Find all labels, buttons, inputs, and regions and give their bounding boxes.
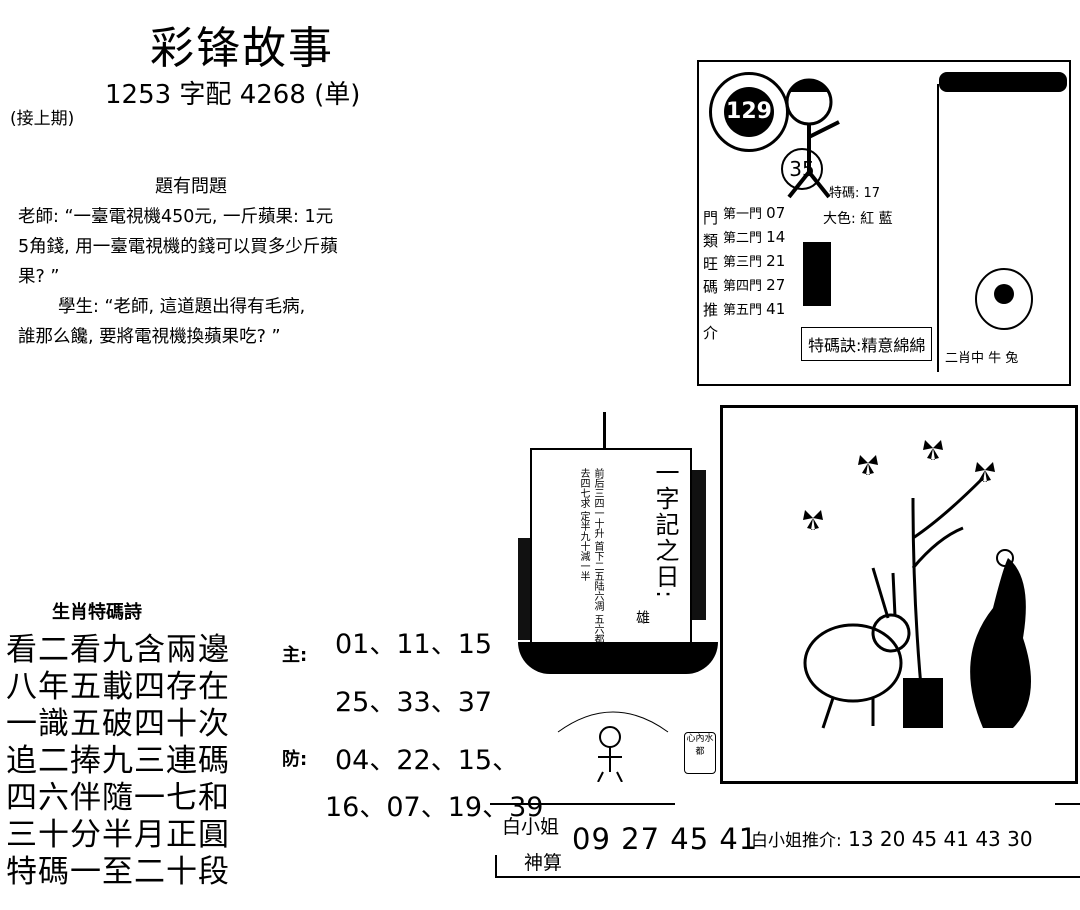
- zodiac-line: 二肖中 牛 兔: [945, 351, 1019, 366]
- stamp-figure: 心內水都: [548, 692, 716, 783]
- divider-line: [1055, 803, 1080, 805]
- rabbit-picture: [720, 405, 1078, 784]
- logo-badge: 129: [709, 72, 789, 152]
- sail-verse: 前后三四一十升 首下二五陆六凋 五六都去四七求 定半九十減一半: [578, 468, 603, 645]
- special-line: 特碼: 17: [829, 186, 881, 201]
- poem-line: 三十分半月正圓: [6, 817, 230, 853]
- story-line: 果? ”: [18, 267, 60, 287]
- poem-line: 一識五破四十次: [6, 706, 230, 742]
- door-row: 第二門 14: [723, 228, 786, 246]
- number-badge: 35: [781, 148, 823, 190]
- poem-line: 特碼一至二十段: [6, 854, 230, 890]
- recommend-line: 白小姐推介: 13 20 45 41 43 30: [751, 826, 1033, 851]
- divider-line: [495, 876, 1080, 878]
- figure-seal-icon: [557, 711, 669, 783]
- door-list: 第一門 07 第二門 14 第三門 21 第四門 27 第五門 41: [723, 202, 813, 322]
- tejing-box: 特碼訣:精意綿綿: [801, 327, 933, 361]
- story-line: 誰那么饞, 要將電視機換蘋果吃? ”: [18, 327, 281, 347]
- story-heading: 題有問題: [155, 176, 227, 197]
- divider-line: [490, 803, 675, 805]
- black-block: [803, 242, 831, 306]
- page-title: 彩锋故事: [150, 23, 334, 74]
- recommend-label: 白小姐推介:: [751, 831, 842, 851]
- recommend-numbers: 13 20 45 41 43 30: [848, 827, 1033, 851]
- heart-box: 心內水都: [684, 732, 716, 774]
- defense-label: 防:: [282, 749, 308, 770]
- door-row: 第一門 07: [723, 204, 786, 222]
- sail-word: 雄: [634, 610, 650, 624]
- side-label: 門類旺碼推介: [703, 209, 719, 342]
- main-numbers-2: 25、33、37: [335, 687, 493, 718]
- story-text: 老師: “一臺電視機450元, 一斤蘋果: 1元 5角錢, 用一臺電視機的錢可以…: [18, 202, 368, 352]
- poem-heading: 生肖特碼詩: [52, 602, 142, 623]
- bai-label: 白小姐: [502, 816, 560, 838]
- ship-hull: [518, 642, 718, 674]
- door-row: 第三門 21: [723, 252, 786, 270]
- logo-number: 129: [724, 87, 774, 137]
- story-line: 學生: “老師, 這道題出得有毛病,: [58, 297, 306, 317]
- newspaper-clip: 129 35 特碼: 17 大色: 紅 藍 門類旺碼推介 第一門 07 第二門 …: [697, 60, 1071, 386]
- defense-numbers-1: 04、22、15、: [335, 745, 520, 776]
- animal-drawing-icon: [975, 268, 1033, 330]
- main-label: 主:: [282, 645, 308, 666]
- ship-sail: 一字記之日: 前后三四一十升 首下二五陆六凋 五六都去四七求 定半九十減一半 雄: [530, 448, 692, 648]
- shensuan-label: 神算: [524, 852, 563, 874]
- story-line: 5角錢, 用一臺電視機的錢可以買多少斤蘋: [18, 237, 338, 257]
- bai-numbers: 09 27 45 41: [572, 822, 759, 856]
- main-numbers-1: 01、11、15: [335, 629, 493, 660]
- poem-line: 看二看九含兩邊: [6, 632, 230, 668]
- divider-tick: [495, 855, 497, 877]
- side-panel: 二肖中 牛 兔: [937, 72, 1067, 372]
- poem-line: 追二捧九三連碼: [6, 743, 230, 779]
- defense-numbers-2: 16、07、19、39: [325, 792, 544, 823]
- cartoon-boy-icon: [785, 78, 840, 199]
- issue-line: 1253 字配 4268 (单): [105, 80, 361, 110]
- poem-text: 看二看九含兩邊 八年五載四存在 一識五破四十次 追二捧九三連碼 四六伴隨一七和 …: [6, 632, 230, 891]
- sail-title: 一字記之日:: [651, 460, 679, 601]
- color-line: 大色: 紅 藍: [823, 211, 893, 227]
- story-line: 老師: “一臺電視機450元, 一斤蘋果: 1元: [18, 207, 334, 227]
- poem-line: 四六伴隨一七和: [6, 780, 230, 816]
- door-row: 第五門 41: [723, 300, 786, 318]
- poem-line: 八年五載四存在: [6, 669, 230, 705]
- ship-illustration: 一字記之日: 前后三四一十升 首下二五陆六凋 五六都去四七求 定半九十減一半 雄: [518, 412, 723, 677]
- continued-note: (接上期): [10, 109, 75, 129]
- door-row: 第四門 27: [723, 276, 786, 294]
- rabbit-scene-icon: [803, 440, 1031, 729]
- scroll-bar-decoration: [939, 72, 1067, 92]
